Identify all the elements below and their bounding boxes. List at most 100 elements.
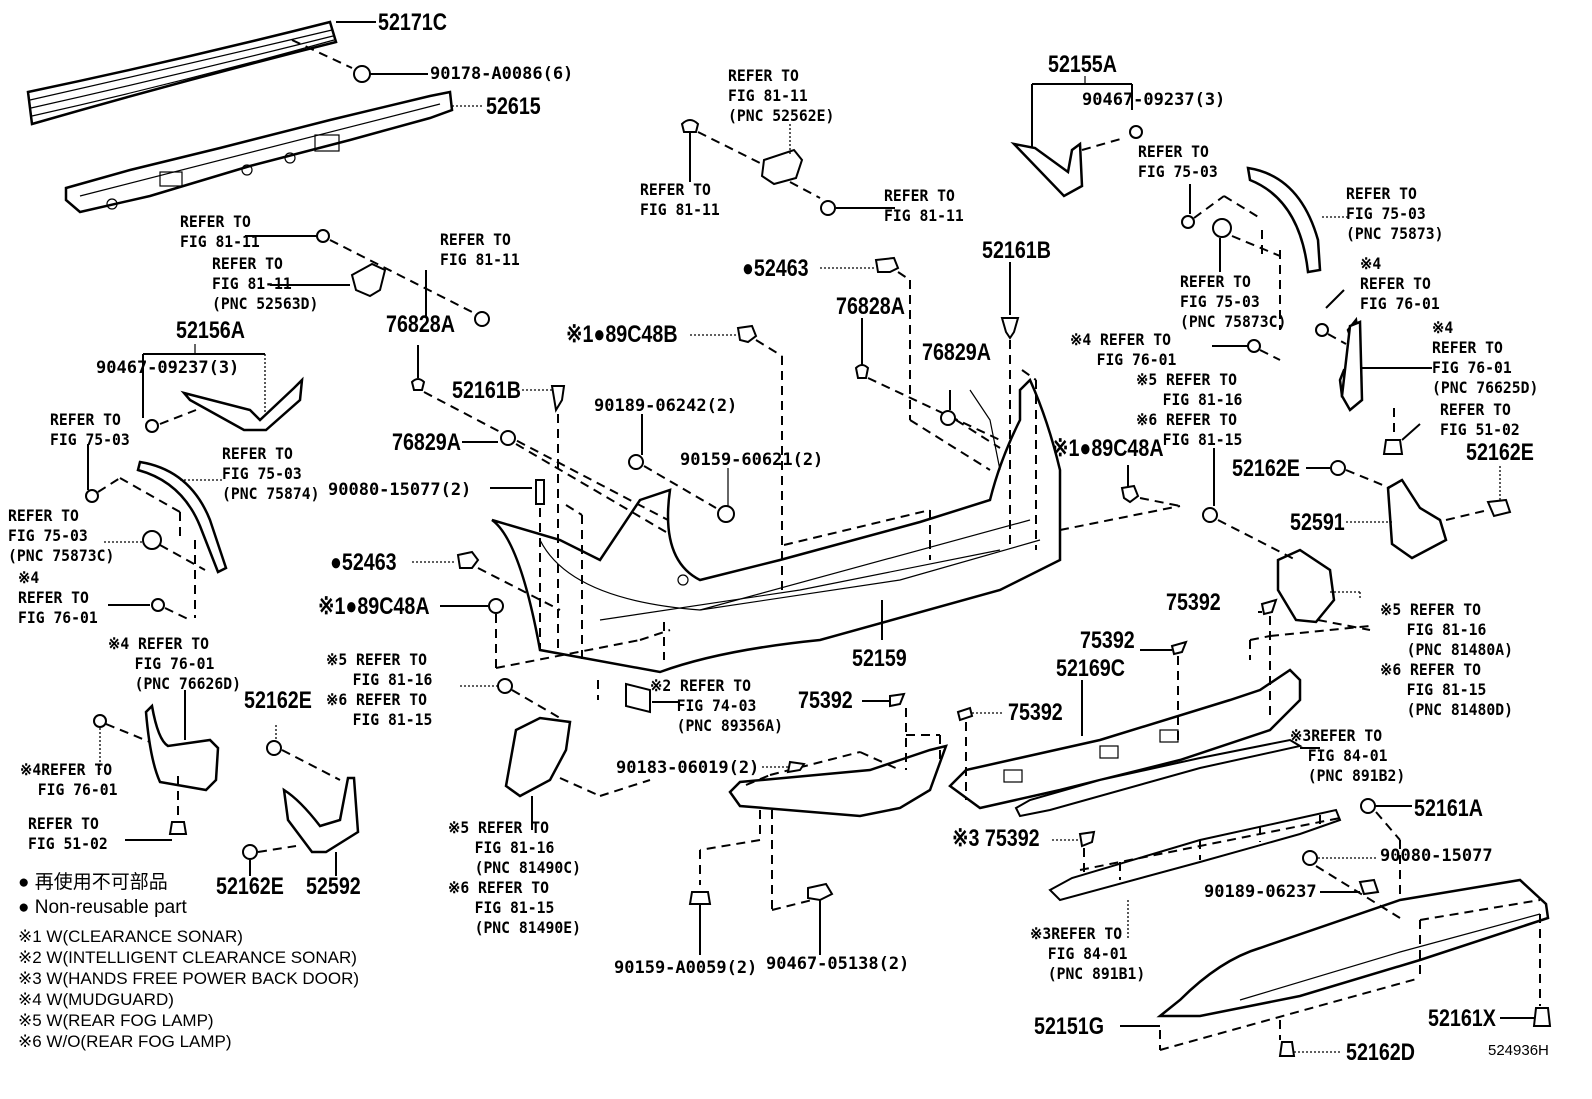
refer-callout-right-3[interactable]: REFER TO FIG 75-03 (PNC 75873C) — [1180, 272, 1287, 331]
bracket-52156a-drawing — [142, 344, 304, 433]
part-label-75392-e[interactable]: ※3 75392 — [952, 825, 1040, 852]
part-label-52162e-left[interactable]: 52162E — [244, 687, 312, 714]
bracket-52155a-drawing — [1010, 76, 1143, 198]
part-label-52463-left[interactable]: ●52463 — [330, 549, 397, 576]
lower-valance-52151g-drawing — [1120, 798, 1552, 1057]
refer-callout-left-5[interactable]: REFER TO FIG 75-03 (PNC 75874) — [222, 444, 320, 503]
refer-callout-left-8[interactable]: ※4 REFER TO FIG 76-01 (PNC 76626D) — [108, 634, 241, 693]
refer-callout-left-3[interactable]: REFER TO FIG 81-11 — [440, 230, 520, 269]
kick-sensor-drawing — [1014, 738, 1342, 940]
refer-callout-left-2[interactable]: REFER TO FIG 81-11 (PNC 52563D) — [212, 254, 319, 313]
part-label-52162e-bottom-left[interactable]: 52162E — [216, 873, 284, 900]
part-label-52171c[interactable]: 52171C — [378, 9, 447, 36]
part-label-52161x[interactable]: 52161X — [1428, 1005, 1496, 1032]
figure-id: 524936H — [1488, 1042, 1549, 1059]
left-bracket-52592-drawing — [242, 725, 360, 876]
part-label-52162e-right-1[interactable]: 52162E — [1232, 455, 1300, 482]
refer-callout-mid-1[interactable]: ※5 REFER TO FIG 81-16 ※6 REFER TO FIG 81… — [326, 650, 433, 729]
sonar-pad-drawing — [597, 680, 680, 714]
legend-non-reusable-jp: ● 再使用不可部品 — [18, 872, 168, 893]
part-label-89c48a-right[interactable]: ※1●89C48A — [1052, 435, 1164, 462]
part-label-90467-05138[interactable]: 90467-05138(2) — [766, 954, 910, 974]
legend-note-4: ※4 W(MUDGUARD) — [18, 990, 174, 1009]
refer-callout-right-10[interactable]: ※3REFER TO FIG 84-01 (PNC 891B2) — [1290, 726, 1406, 785]
part-label-52159[interactable]: 52159 — [852, 645, 907, 672]
part-label-90080-15077-2[interactable]: 90080-15077(2) — [328, 480, 472, 500]
refer-callout-top-center[interactable]: REFER TO FIG 81-11 (PNC 52562E) — [728, 66, 835, 125]
part-label-76828a-left[interactable]: 76828A — [386, 311, 455, 338]
legend-note-3: ※3 W(HANDS FREE POWER BACK DOOR) — [18, 969, 360, 988]
refer-callout-left-10[interactable]: REFER TO FIG 51-02 — [28, 814, 108, 853]
left-wheel-arch-molding-drawing — [85, 444, 228, 621]
clips-75392-drawing — [862, 598, 1278, 880]
refer-callout-right-9[interactable]: ※5 REFER TO FIG 81-16 (PNC 81480A) ※6 RE… — [1380, 600, 1513, 719]
part-label-52169c[interactable]: 52169C — [1056, 655, 1125, 682]
refer-callout-right-5[interactable]: ※4 REFER TO FIG 76-01 — [1070, 330, 1177, 369]
refer-callout-left-4[interactable]: REFER TO FIG 75-03 — [50, 410, 130, 449]
refer-callout-left-7[interactable]: ※4 REFER TO FIG 76-01 — [18, 568, 98, 627]
part-label-90467-09237-right[interactable]: 90467-09237(3) — [1082, 90, 1226, 110]
part-label-90183-06019[interactable]: 90183-06019(2) — [616, 758, 760, 778]
part-label-76829a-left[interactable]: 76829A — [392, 429, 461, 456]
part-label-75392-b[interactable]: 75392 — [1080, 627, 1135, 654]
part-label-75392-d[interactable]: 75392 — [1008, 699, 1063, 726]
part-label-90467-09237-left[interactable]: 90467-09237(3) — [96, 358, 240, 378]
refer-callout-top-center-right[interactable]: REFER TO FIG 81-11 — [884, 186, 964, 225]
bumper-cover-fasteners-center — [628, 256, 1181, 592]
bumper-cover-fasteners-left — [410, 345, 671, 669]
part-label-52161a[interactable]: 52161A — [1414, 795, 1483, 822]
bumper-cover-52159-drawing — [491, 377, 1062, 674]
refer-callout-right-7[interactable]: ※5 REFER TO FIG 81-16 ※6 REFER TO FIG 81… — [1136, 370, 1243, 449]
refer-callout-mid-2[interactable]: ※2 REFER TO FIG 74-03 (PNC 89356A) — [650, 676, 783, 735]
part-label-52463-top[interactable]: ●52463 — [742, 255, 809, 282]
part-label-52156a[interactable]: 52156A — [176, 317, 245, 344]
part-label-75392-a[interactable]: 75392 — [1166, 589, 1221, 616]
part-label-89c48a-left[interactable]: ※1●89C48A — [318, 593, 430, 620]
refer-callout-right-1[interactable]: REFER TO FIG 75-03 — [1138, 142, 1218, 181]
right-fog-lamp-drawing — [1202, 448, 1512, 631]
absorber-52615-drawing — [64, 90, 482, 214]
right-wheel-arch-molding-drawing — [1181, 166, 1348, 330]
part-label-90080-15077[interactable]: 90080-15077 — [1380, 846, 1493, 866]
part-label-75392-c[interactable]: 75392 — [798, 687, 853, 714]
bolt-90178-drawing — [291, 39, 428, 83]
refer-callout-right-4[interactable]: ※4 REFER TO FIG 76-01 — [1360, 254, 1440, 313]
left-retainer-drawing — [245, 229, 490, 327]
left-fog-lamp-drawing — [460, 678, 651, 830]
part-label-52162e-right-2[interactable]: 52162E — [1466, 439, 1534, 466]
part-label-90159-a0059[interactable]: 90159-A0059(2) — [614, 958, 758, 978]
reinforcement-52171c-drawing — [26, 20, 376, 126]
part-label-52591[interactable]: 52591 — [1290, 509, 1345, 536]
refer-callout-top-center-left[interactable]: REFER TO FIG 81-11 — [640, 180, 720, 219]
part-label-52592[interactable]: 52592 — [306, 873, 361, 900]
part-label-90189-06242[interactable]: 90189-06242(2) — [594, 396, 738, 416]
part-label-52161b-right[interactable]: 52161B — [982, 237, 1051, 264]
lower-garnish-drawing — [688, 744, 948, 955]
part-label-76829a-right[interactable]: 76829A — [922, 339, 991, 366]
part-label-90189-06237[interactable]: 90189-06237 — [1204, 882, 1317, 902]
refer-callout-right-6[interactable]: ※4 REFER TO FIG 76-01 (PNC 76625D) — [1432, 318, 1539, 397]
part-label-89c48b[interactable]: ※1●89C48B — [566, 321, 678, 348]
refer-callout-right-8[interactable]: REFER TO FIG 51-02 — [1440, 400, 1520, 439]
legend-note-1: ※1 W(CLEARANCE SONAR) — [18, 927, 243, 946]
part-label-52151g[interactable]: 52151G — [1034, 1013, 1105, 1040]
legend-note-6: ※6 W/O(REAR FOG LAMP) — [18, 1032, 232, 1051]
center-retainer-drawing — [680, 119, 895, 216]
refer-callout-left-9[interactable]: ※4REFER TO FIG 76-01 — [20, 760, 118, 799]
refer-callout-right-11[interactable]: ※3REFER TO FIG 84-01 (PNC 891B1) — [1030, 924, 1146, 983]
refer-callout-left-1[interactable]: REFER TO FIG 81-11 — [180, 212, 260, 251]
part-label-76828a-right[interactable]: 76828A — [836, 293, 905, 320]
lower-reinforcement-52169c-drawing — [948, 625, 1371, 810]
legend-non-reusable-en: ● Non-reusable part — [18, 897, 187, 918]
left-mudguard-drawing — [93, 690, 220, 841]
part-label-52162d[interactable]: 52162D — [1346, 1039, 1415, 1066]
part-label-52161b-left[interactable]: 52161B — [452, 377, 521, 404]
part-label-52155a[interactable]: 52155A — [1048, 51, 1117, 78]
part-label-90178-a0086[interactable]: 90178-A0086(6) — [430, 64, 574, 84]
part-label-90159-60621[interactable]: 90159-60621(2) — [680, 450, 824, 470]
legend-note-2: ※2 W(INTELLIGENT CLEARANCE SONAR) — [18, 948, 357, 967]
refer-callout-right-2[interactable]: REFER TO FIG 75-03 (PNC 75873) — [1346, 184, 1444, 243]
refer-callout-mid-3[interactable]: ※5 REFER TO FIG 81-16 (PNC 81490C) ※6 RE… — [448, 818, 581, 937]
refer-callout-left-6[interactable]: REFER TO FIG 75-03 (PNC 75873C) — [8, 506, 115, 565]
part-label-52615[interactable]: 52615 — [486, 93, 541, 120]
